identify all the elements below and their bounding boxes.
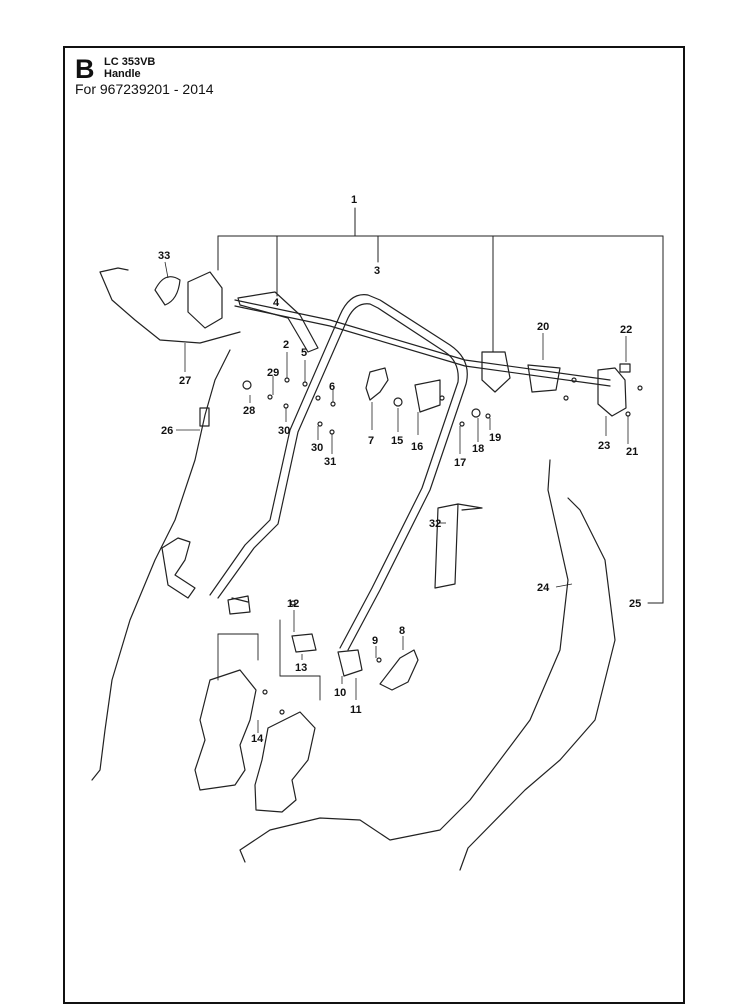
callout-6: 6 (329, 381, 335, 393)
callout-15: 15 (391, 435, 403, 447)
callout-29: 29 (267, 367, 279, 379)
callout-14: 14 (251, 733, 264, 745)
callout-22: 22 (620, 324, 632, 336)
callout-21: 21 (626, 446, 638, 458)
cable-27 (99, 267, 241, 344)
callout-2: 2 (283, 339, 289, 351)
callout-5: 5 (301, 347, 307, 359)
mount-plate-right (254, 711, 316, 813)
callout-12: 12 (287, 598, 299, 610)
cross-bar (234, 299, 611, 387)
mount-plate-left (194, 669, 257, 791)
grip-32 (434, 503, 459, 589)
lever-4 (237, 291, 319, 353)
section-letter: B (75, 54, 95, 84)
callout-30b: 30 (311, 442, 323, 454)
callout-23: 23 (598, 440, 610, 452)
callout-32: 32 (429, 518, 441, 530)
bracket-1 (217, 207, 664, 604)
callout-18: 18 (472, 443, 484, 455)
callout-27: 27 (179, 375, 191, 387)
callout-10: 10 (334, 687, 346, 699)
cable-24 (239, 459, 569, 863)
cable-26 (91, 349, 231, 781)
page-frame (63, 46, 685, 1004)
bracket-20 (481, 351, 511, 393)
callout-20: 20 (537, 321, 549, 333)
callout-1: 1 (351, 194, 357, 206)
lever-8 (379, 649, 419, 691)
callout-3: 3 (374, 265, 380, 277)
assembly-title: Handle (104, 68, 141, 80)
callout-30: 30 (278, 425, 290, 437)
callout-16: 16 (411, 441, 423, 453)
callout-13: 13 (295, 662, 307, 674)
callout-9: 9 (372, 635, 378, 647)
cable-25 (459, 497, 616, 871)
model-label: LC 353VB (104, 56, 156, 68)
handle-grip-23 (597, 367, 627, 417)
callout-8: 8 (399, 625, 405, 637)
lever-left (161, 537, 196, 599)
serial-range: For 967239201 - 2014 (75, 81, 214, 97)
callout-7: 7 (368, 435, 374, 447)
callout-24: 24 (537, 582, 550, 594)
callout-4: 4 (273, 297, 280, 309)
handle-tube (209, 294, 468, 651)
callout-33: 33 (158, 250, 170, 262)
callout-17: 17 (454, 457, 466, 469)
clip-16 (414, 379, 441, 413)
clip-7 (365, 367, 389, 401)
callout-11: 11 (350, 704, 362, 716)
callout-26: 26 (161, 425, 173, 437)
spring-13 (291, 633, 317, 653)
callout-31: 31 (324, 456, 336, 468)
console-33 (187, 271, 223, 329)
callout-19: 19 (489, 432, 501, 444)
callout-28: 28 (243, 405, 255, 417)
callout-25: 25 (629, 598, 641, 610)
